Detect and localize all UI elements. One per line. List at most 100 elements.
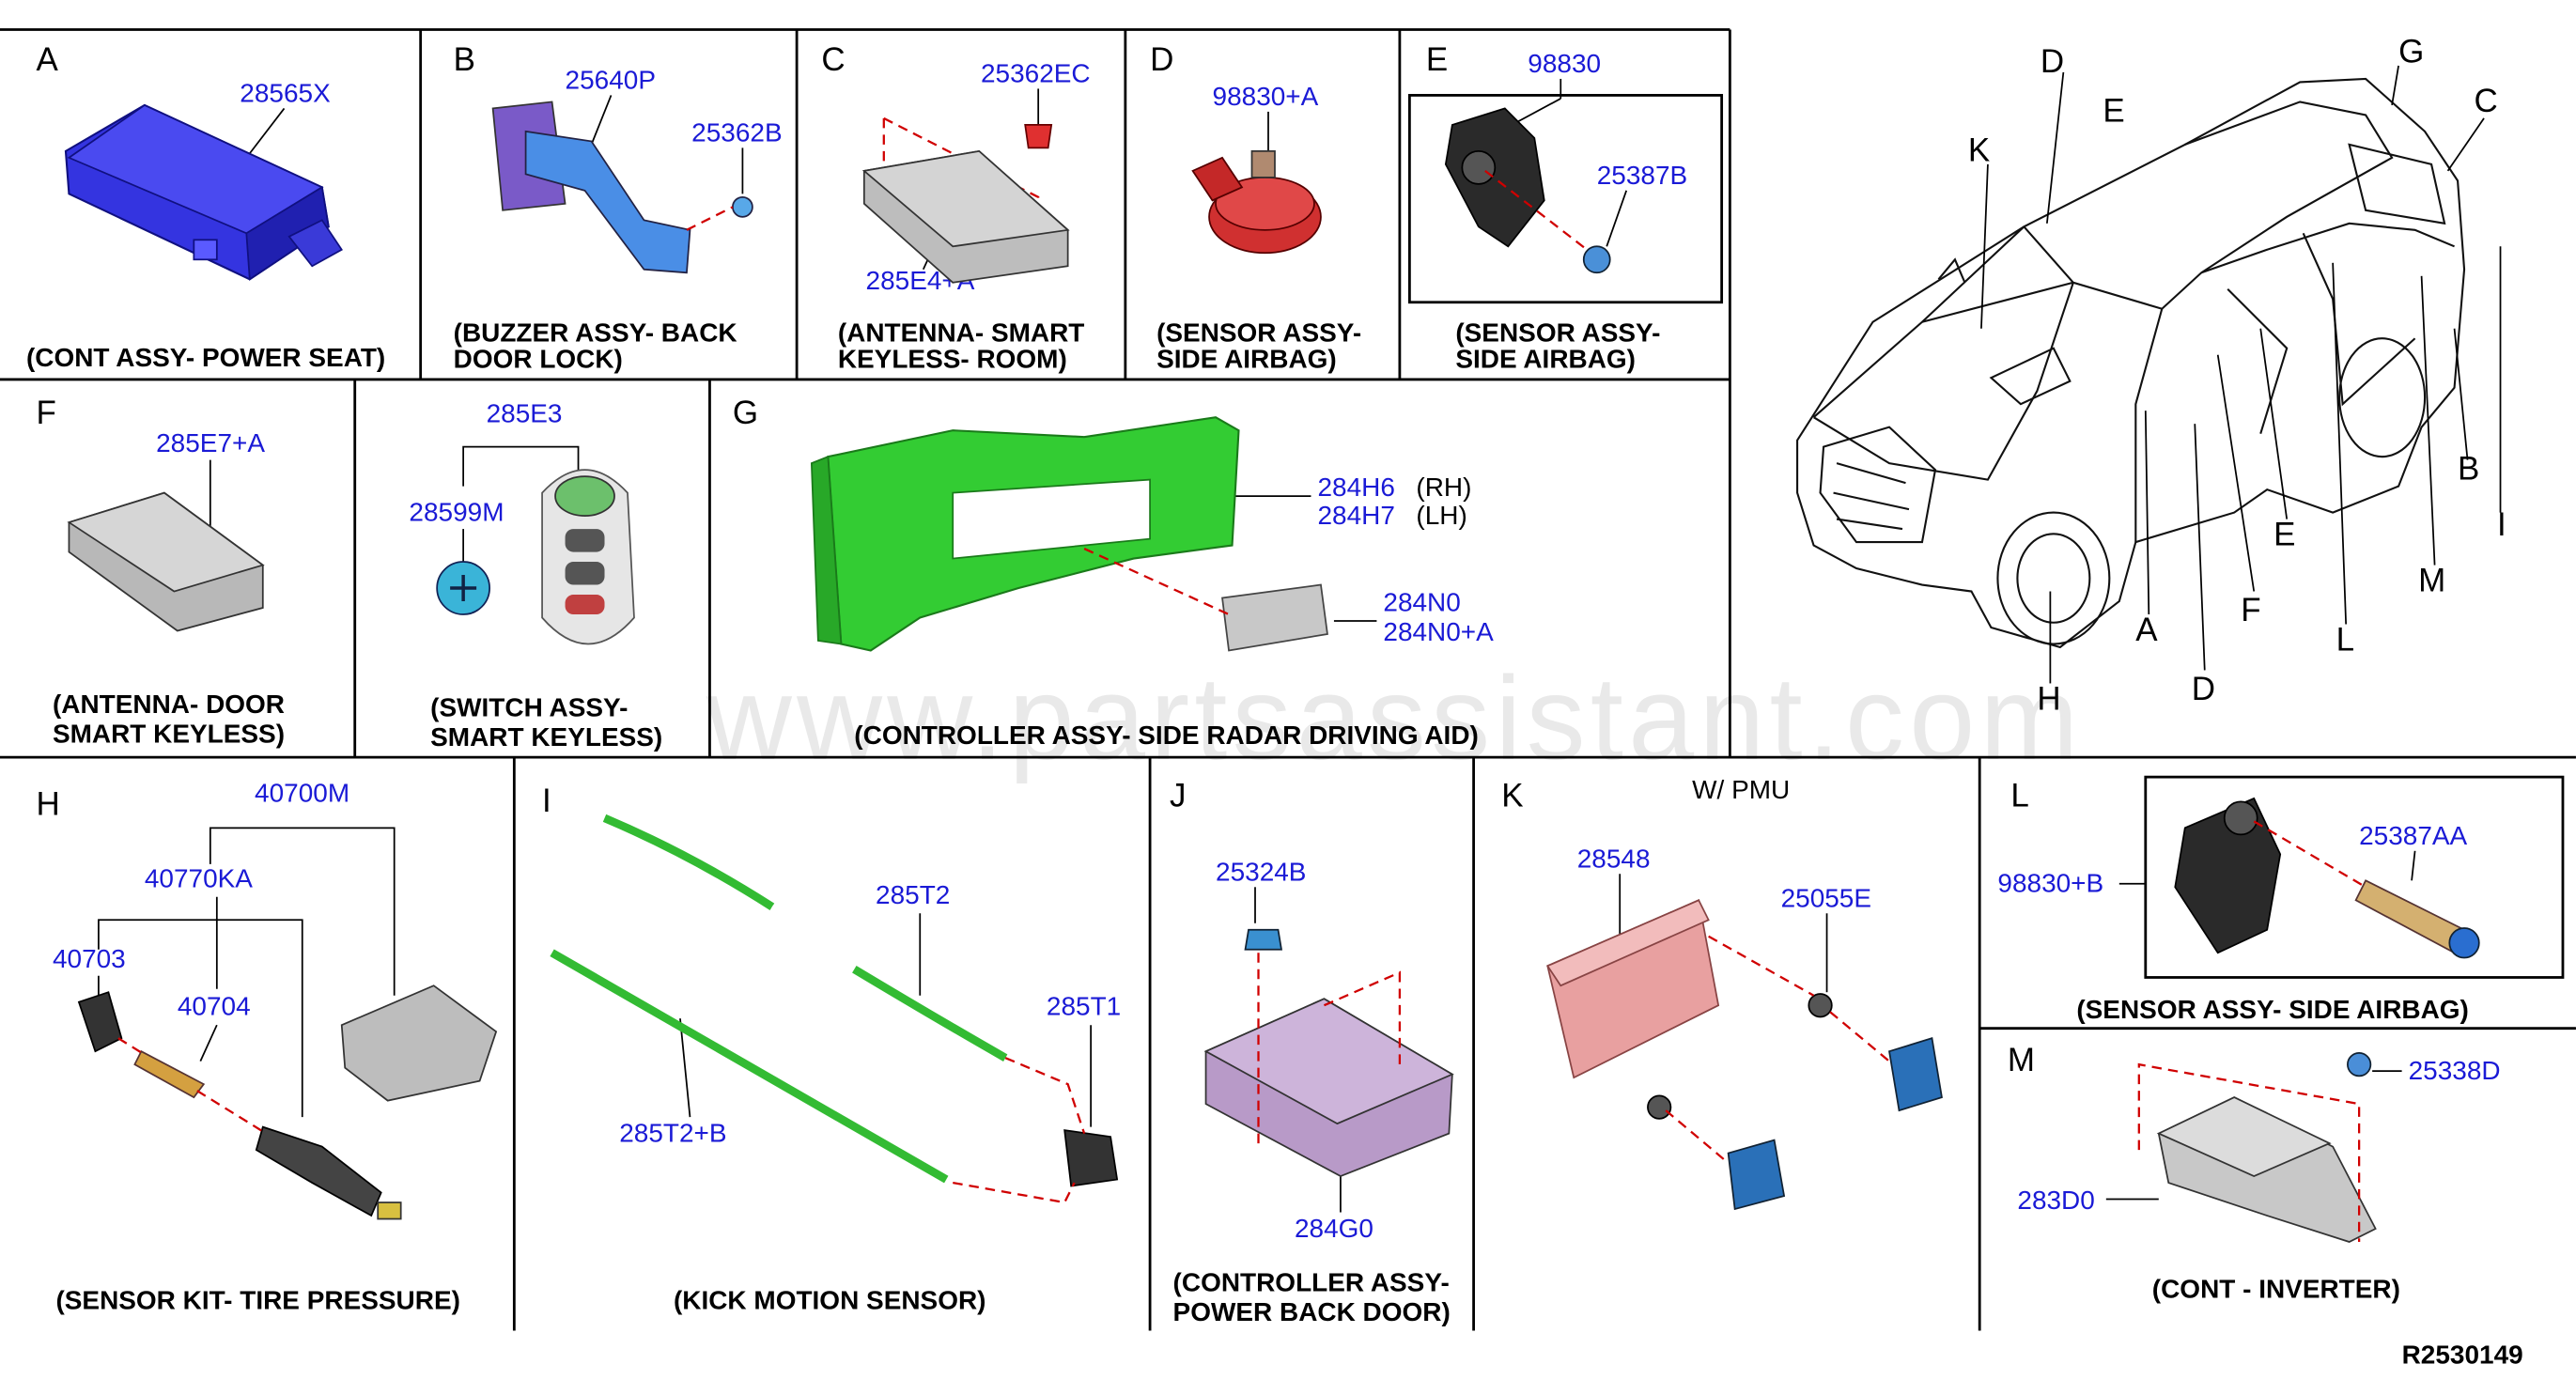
side-airbag-sensor-shape bbox=[1191, 150, 1322, 255]
part-number: 285E7+A bbox=[156, 428, 265, 457]
panel-caption: (BUZZER ASSY- BACK bbox=[454, 318, 737, 348]
panel-c: C 25362EC 285E4+A (ANTENNA- SMART KEYLES… bbox=[821, 41, 1090, 374]
panel-caption: (ANTENNA- SMART bbox=[838, 318, 1085, 348]
panel-f: F 285E7+A (ANTENNA- DOOR SMART KEYLESS) bbox=[36, 395, 285, 748]
panel-l: L 25387AA 98830+B (SENSOR ASSY- SIDE AIR… bbox=[1997, 778, 2480, 1024]
part-number: 40700M bbox=[255, 778, 349, 807]
part-number: 284H6 bbox=[1317, 473, 1394, 502]
part-number: 25055E bbox=[1781, 883, 1871, 912]
part-number: 284H7 bbox=[1317, 501, 1394, 530]
panel-caption: (SENSOR ASSY- bbox=[1455, 318, 1660, 348]
inverter-module-shape bbox=[2156, 1052, 2377, 1243]
part-number: 98830+A bbox=[1213, 82, 1319, 111]
part-number: 98830 bbox=[1528, 49, 1601, 78]
part-number: 40704 bbox=[178, 992, 251, 1021]
pmu-module-shape bbox=[1545, 899, 1943, 1211]
vehicle-callout-leaders bbox=[1980, 65, 2502, 684]
panel-letter: D bbox=[1150, 41, 1173, 78]
vehicle-callout: B bbox=[2458, 451, 2479, 488]
panel-caption: (SWITCH ASSY- bbox=[430, 692, 628, 721]
smart-key-fob-shape bbox=[436, 469, 635, 645]
panel-letter: F bbox=[36, 395, 55, 431]
vehicle-callout: M bbox=[2418, 563, 2445, 599]
panel-caption: (KICK MOTION SENSOR) bbox=[674, 1286, 986, 1315]
panel-caption: SMART KEYLESS) bbox=[53, 719, 285, 748]
panel-b: B 25640P 25362B (BUZZER ASSY- BACK DOOR … bbox=[454, 41, 783, 374]
panel-letter: E bbox=[1426, 41, 1448, 78]
panel-letter: K bbox=[1501, 778, 1523, 814]
panel-j: J 25324B 284G0 (CONTROLLER ASSY- POWER B… bbox=[1170, 778, 1454, 1326]
part-number: 284G0 bbox=[1295, 1214, 1373, 1243]
panel-d: D 98830+A (SENSOR ASSY- SIDE AIRBAG) bbox=[1150, 41, 1361, 374]
panel-k: K W/ PMU 28548 25055E bbox=[1501, 775, 1943, 1211]
vehicle-callout: E bbox=[2103, 92, 2124, 129]
panel-caption: SIDE AIRBAG) bbox=[1455, 345, 1636, 374]
panel-caption: (SENSOR ASSY- SIDE AIRBAG) bbox=[2076, 995, 2469, 1024]
pmu-note: W/ PMU bbox=[1692, 775, 1790, 804]
side-label: (RH) bbox=[1416, 473, 1471, 502]
part-number: 98830+B bbox=[1997, 869, 2103, 898]
part-number: 285T2+B bbox=[619, 1118, 726, 1147]
panel-caption: KEYLESS- ROOM) bbox=[838, 345, 1067, 374]
vehicle-callout: A bbox=[2135, 612, 2158, 648]
power-back-door-controller-shape bbox=[1203, 928, 1454, 1178]
panel-g: G 284H6 284H7 (RH) (LH) 284N0 284N0+A (C… bbox=[733, 395, 1494, 750]
vehicle-callout: E bbox=[2273, 517, 2295, 553]
panel-caption: (CONTROLLER ASSY- bbox=[1173, 1267, 1450, 1296]
part-number: 25338D bbox=[2409, 1056, 2501, 1085]
part-number: 25324B bbox=[1216, 857, 1306, 886]
panel-letter: M bbox=[2008, 1042, 2035, 1078]
panel-grid bbox=[0, 28, 2576, 1331]
vehicle-callout: I bbox=[2497, 506, 2506, 543]
panel-letter: A bbox=[36, 41, 58, 78]
part-number: 283D0 bbox=[2017, 1186, 2094, 1215]
side-airbag-sensor-shape bbox=[1444, 107, 1611, 274]
panel-letter: G bbox=[733, 395, 758, 431]
panel-letter: J bbox=[1170, 778, 1186, 814]
part-number: 40770KA bbox=[145, 863, 253, 892]
part-number: 25362B bbox=[691, 117, 782, 147]
panel-caption: (SENSOR ASSY- bbox=[1156, 318, 1361, 348]
panel-h: H 40700M 40770KA 40703 40704 (SENSOR KIT… bbox=[36, 778, 498, 1315]
vehicle-callout: D bbox=[2192, 671, 2215, 707]
panel-letter: I bbox=[542, 783, 551, 819]
panel-letter: L bbox=[2010, 778, 2028, 814]
part-number: 28565X bbox=[240, 78, 331, 107]
panel-caption: (CONT - INVERTER) bbox=[2152, 1274, 2400, 1303]
smart-keyless-antenna-shape bbox=[861, 124, 1070, 284]
door-antenna-shape bbox=[67, 491, 265, 632]
part-number: 25640P bbox=[566, 65, 656, 94]
part-number: 285E3 bbox=[487, 398, 563, 427]
vehicle-callout: D bbox=[2041, 43, 2064, 80]
tire-pressure-sensor-shape bbox=[77, 984, 498, 1220]
side-airbag-sensor-shape bbox=[2174, 797, 2480, 959]
panel-caption: DOOR LOCK) bbox=[454, 345, 623, 374]
part-number: 25362EC bbox=[981, 58, 1091, 87]
vehicle-callout: H bbox=[2037, 680, 2060, 717]
panel-caption: (ANTENNA- DOOR bbox=[53, 690, 285, 719]
panel-m: M 25338D 283D0 (CONT - INVERTER) bbox=[2008, 1042, 2501, 1303]
part-number: 284N0+A bbox=[1383, 617, 1494, 646]
part-number: 28548 bbox=[1577, 844, 1651, 873]
part-number: 40703 bbox=[53, 944, 126, 973]
part-number: 285T2 bbox=[876, 880, 950, 909]
panel-i: I 285T2 285T1 285T2+B (KICK MOTION SENSO… bbox=[542, 783, 1121, 1315]
radar-bracket-shape bbox=[810, 416, 1328, 652]
power-seat-controller-shape bbox=[64, 103, 343, 281]
side-label: (LH) bbox=[1416, 501, 1466, 530]
panel-letter: C bbox=[821, 41, 845, 78]
panel-switch-smart-keyless: 285E3 28599M (SWITCH ASSY- SMART KEYLESS… bbox=[409, 398, 662, 751]
panel-e: E 98830 25387B (SENSOR ASSY- SIDE AIRBAG… bbox=[1426, 41, 1687, 374]
vehicle-callout: G bbox=[2398, 33, 2424, 70]
buzzer-assembly-shape bbox=[491, 101, 753, 274]
vehicle-callout: L bbox=[2336, 621, 2354, 658]
panel-a: A 28565X (CONT ASSY- POWER SEAT) bbox=[26, 41, 385, 372]
vehicle-illustration: D G E C K B I E M A F L D H bbox=[1796, 33, 2506, 717]
panel-caption: SIDE AIRBAG) bbox=[1156, 345, 1337, 374]
diagram-reference: R2530149 bbox=[2402, 1340, 2523, 1369]
kick-sensor-cable-shape bbox=[550, 814, 1119, 1187]
panel-caption: (CONT ASSY- POWER SEAT) bbox=[26, 343, 385, 372]
panel-caption: (SENSOR KIT- TIRE PRESSURE) bbox=[55, 1286, 459, 1315]
